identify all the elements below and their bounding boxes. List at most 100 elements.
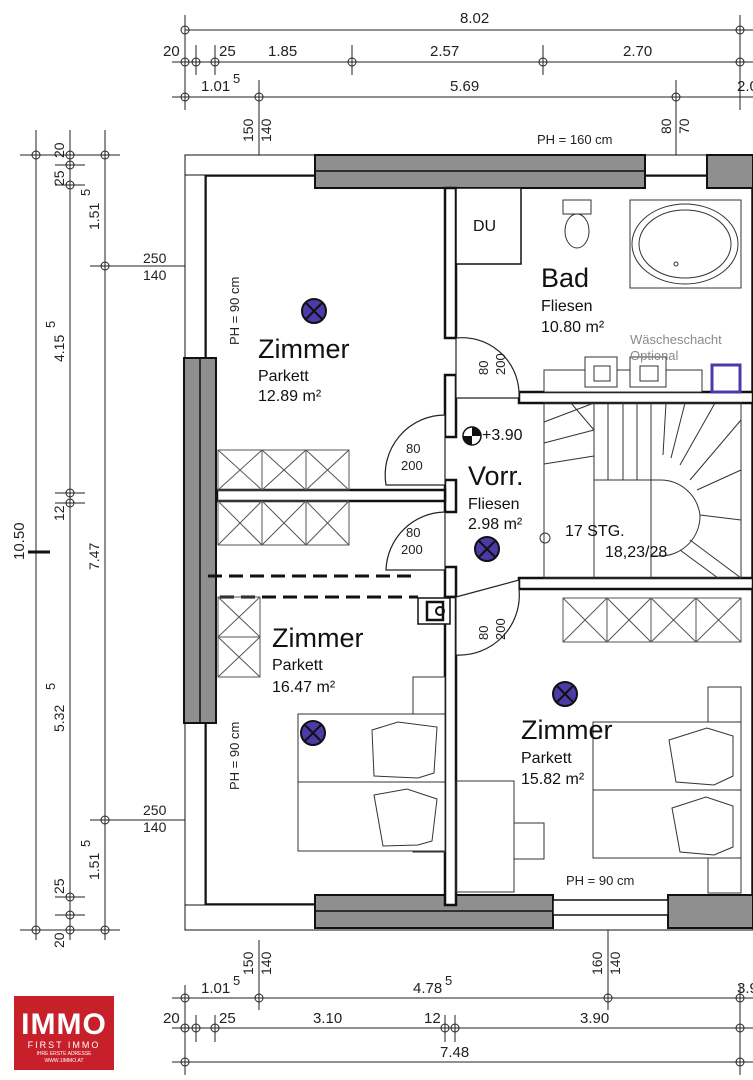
desk-right xyxy=(455,780,545,893)
dim-left-151-bottom-sup: 5 xyxy=(78,840,93,847)
doors xyxy=(384,337,520,656)
dim-left-151-bottom: 1.51 xyxy=(86,853,102,880)
dim-left-747: 7.47 xyxy=(86,543,102,570)
dim-top-20: 20 xyxy=(163,43,180,60)
ph-left-bottom-label: PH = 90 cm xyxy=(227,722,242,790)
room-zimmer-3-floor: Parkett xyxy=(521,750,572,767)
dim-bottom-390: 3.90 xyxy=(580,1010,609,1027)
sinks xyxy=(543,356,703,393)
room-zimmer-1-name: Zimmer xyxy=(258,334,349,364)
dim-top-569: 5.69 xyxy=(450,78,479,95)
height-marker xyxy=(462,426,482,446)
dim-top-25: 25 xyxy=(219,43,236,60)
light-marker xyxy=(301,298,327,324)
dim-left-532-sup: 5 xyxy=(43,683,58,690)
door-zimmer2-w: 80 xyxy=(406,525,420,540)
dim-left-151-top-sup: 5 xyxy=(78,189,93,196)
dim-left-25-bottom: 25 xyxy=(51,878,67,894)
room-bad-floor: Fliesen xyxy=(541,298,593,315)
dim-window-bottom-left-a: 150 xyxy=(240,951,256,975)
company-logo: IMMO FIRST IMMO IHRE ERSTE ADRESSE WWW.1… xyxy=(14,996,114,1070)
dim-bottom-478-sup: 5 xyxy=(445,973,452,988)
dim-window-bottom-right-b: 140 xyxy=(607,951,623,975)
room-zimmer-3-area: 15.82 m² xyxy=(521,771,585,788)
room-bad-area: 10.80 m² xyxy=(541,319,605,336)
wardrobe-vertical-left xyxy=(217,596,261,678)
wardrobe-top-left xyxy=(217,449,350,491)
door-zimmer3-h: 200 xyxy=(493,618,508,640)
room-zimmer-2-floor: Parkett xyxy=(272,657,323,674)
dim-left-25-top: 25 xyxy=(51,170,67,186)
dim-top-20-right: 2.0 xyxy=(737,78,753,95)
room-vorr-area: 2.98 m² xyxy=(468,516,523,533)
bottom-dimension-chain xyxy=(172,900,753,1075)
room-vorr-floor: Fliesen xyxy=(468,496,520,513)
dim-bottom-total: 7.48 xyxy=(440,1044,469,1061)
light-marker xyxy=(474,536,500,562)
dim-bottom-310: 3.10 xyxy=(313,1010,342,1027)
door-bad-h: 200 xyxy=(493,353,508,375)
laundry-chute-optional: Optional xyxy=(630,348,679,363)
dim-left-total: 10.50 xyxy=(11,522,28,560)
dim-window-top-right-a: 80 xyxy=(658,118,674,134)
dim-top-101-sup: 5 xyxy=(233,71,240,86)
dim-top-total: 8.02 xyxy=(460,10,489,27)
laundry-chute-label: Wäscheschacht xyxy=(630,332,722,347)
bed-left xyxy=(297,676,446,853)
wardrobe-mid-left xyxy=(217,500,350,546)
ceiling-lights xyxy=(300,298,578,746)
dim-window-top-left-b: 140 xyxy=(258,118,274,142)
dim-bottom-101: 1.01 xyxy=(201,980,230,997)
bed-right xyxy=(592,686,742,894)
dim-window-left-top-b: 140 xyxy=(143,267,167,283)
laundry-chute xyxy=(710,363,742,394)
stairs-count: 17 STG. xyxy=(565,523,625,540)
dim-bottom-478: 4.78 xyxy=(413,980,442,997)
door-zimmer2-h: 200 xyxy=(401,542,423,557)
dim-window-top-right-b: 70 xyxy=(676,118,692,134)
dim-bottom-25: 25 xyxy=(219,1010,236,1027)
dim-top-270: 2.70 xyxy=(623,43,652,60)
staircase xyxy=(539,402,742,579)
room-zimmer-2-name: Zimmer xyxy=(272,623,363,653)
ph-left-top-label: PH = 90 cm xyxy=(227,277,242,345)
dim-top-101: 1.01 xyxy=(201,78,230,95)
dim-left-532: 5.32 xyxy=(51,705,67,732)
ph-top-label: PH = 160 cm xyxy=(537,132,613,147)
dim-top-185: 1.85 xyxy=(268,43,297,60)
dim-left-151-top: 1.51 xyxy=(86,203,102,230)
dim-bottom-12: 12 xyxy=(424,1010,441,1027)
dim-bottom-39: 3.9 xyxy=(737,980,753,997)
room-zimmer-3-name: Zimmer xyxy=(521,715,612,745)
dim-window-left-top-a: 250 xyxy=(143,250,167,266)
dim-top-257: 2.57 xyxy=(430,43,459,60)
height-marker-label: +3.90 xyxy=(482,427,523,444)
logo-web: WWW.1IMMO.AT xyxy=(44,1058,84,1064)
top-dimension-chain xyxy=(172,15,753,110)
dim-window-top-left-a: 150 xyxy=(240,118,256,142)
dim-left-415: 4.15 xyxy=(51,335,67,362)
light-marker xyxy=(300,720,326,746)
room-bad-name: Bad xyxy=(541,263,589,293)
shower-label: DU xyxy=(473,218,496,235)
dim-left-20-bottom: 20 xyxy=(51,932,67,948)
light-marker xyxy=(552,681,578,707)
ph-bottom-label: PH = 90 cm xyxy=(566,873,634,888)
stairs-ratio: 18,23/28 xyxy=(605,544,667,561)
bathtub xyxy=(629,199,742,289)
room-zimmer-1-area: 12.89 m² xyxy=(258,388,322,405)
door-bad-w: 80 xyxy=(476,361,491,375)
left-dimension-chain xyxy=(20,130,190,940)
dim-window-left-bottom-b: 140 xyxy=(143,819,167,835)
dim-window-bottom-right-a: 160 xyxy=(589,951,605,975)
door-zimmer1-h: 200 xyxy=(401,458,423,473)
door-zimmer3-w: 80 xyxy=(476,626,491,640)
logo-tagline: IHRE ERSTE ADRESSE xyxy=(36,1051,92,1057)
dim-bottom-101-sup: 5 xyxy=(233,973,240,988)
dim-window-left-bottom-a: 250 xyxy=(143,802,167,818)
window-bottom-right xyxy=(667,894,753,929)
dim-left-12: 12 xyxy=(51,505,67,521)
dim-window-bottom-left-b: 140 xyxy=(258,951,274,975)
wardrobe-right xyxy=(562,597,742,643)
